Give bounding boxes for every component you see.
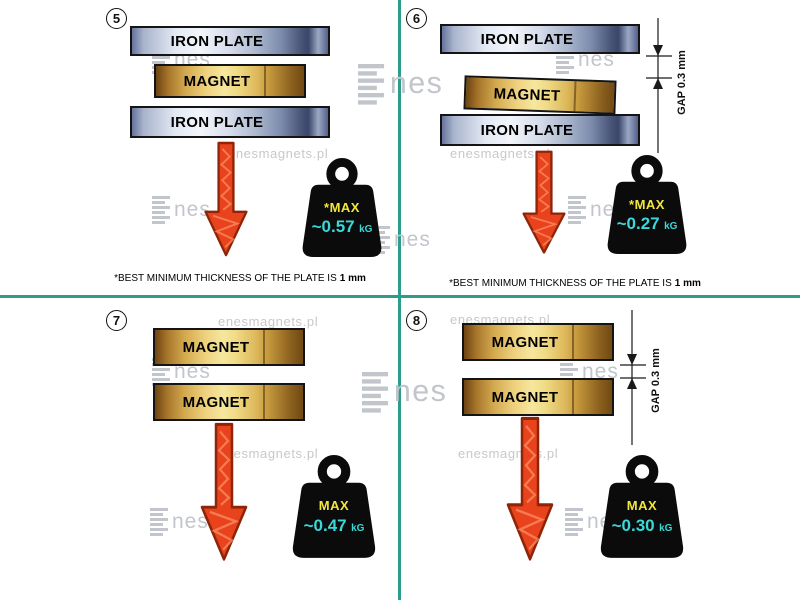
enes-logo-watermark: nes — [358, 64, 443, 104]
enes-logo-watermark: nes — [150, 508, 209, 536]
weight-value-line: ~0.47 kG — [290, 516, 378, 536]
panel-number-8: 8 — [406, 310, 427, 331]
magnet-block: MAGNET — [154, 64, 306, 98]
kettlebell-shape — [302, 158, 382, 258]
iron-plate: IRON PLATE — [440, 114, 640, 146]
enes-logo-text: nes — [389, 66, 444, 100]
weight-value: ~0.57 — [311, 217, 355, 237]
weight-value: ~0.47 — [303, 515, 347, 535]
pull-arrow-icon — [522, 150, 566, 254]
divider-horizontal — [0, 295, 800, 298]
enes-logo-e-icon — [358, 64, 385, 104]
panel-5: 5 IRON PLATE MAGNET IRON PLATE *MAX ~0.5… — [0, 0, 400, 297]
iron-plate: IRON PLATE — [130, 106, 330, 138]
panel-7: 7 MAGNET MAGNET MAX ~0.47 kG — [0, 297, 400, 600]
weight-text: MAX ~0.30 kG — [598, 498, 686, 536]
enes-logo-e-icon — [565, 508, 583, 536]
weight-text: *MAX ~0.57 kG — [300, 200, 384, 238]
weight-icon: MAX ~0.47 kG — [288, 455, 380, 563]
enes-logo-text: nes — [174, 197, 211, 221]
iron-plate: IRON PLATE — [440, 24, 640, 54]
plate-label: MAGNET — [491, 388, 559, 406]
enes-logo-watermark: nes — [152, 196, 211, 224]
footnote-text: *BEST MINIMUM THICKNESS OF THE PLATE IS — [114, 273, 337, 284]
enes-logo-text: nes — [394, 227, 431, 251]
weight-unit: kG — [351, 522, 365, 534]
magnet-block: MAGNET — [463, 75, 617, 115]
panel-number-6: 6 — [406, 8, 427, 29]
magnet-block: MAGNET — [462, 323, 614, 361]
weight-text: MAX ~0.47 kG — [290, 498, 378, 536]
gap-label: GAP 0.3 mm — [676, 50, 688, 115]
panel-number-7: 7 — [106, 310, 127, 331]
plate-label: IRON PLATE — [480, 30, 574, 48]
iron-plate: IRON PLATE — [130, 26, 330, 56]
footnote-text: *BEST MINIMUM THICKNESS OF THE PLATE IS — [449, 278, 672, 289]
enes-logo-text: nes — [582, 359, 619, 383]
panel-6: 6 IRON PLATE MAGNET IRON PLATE GAP 0.3 m… — [400, 0, 800, 297]
magnet-block: MAGNET — [462, 378, 614, 416]
enes-logo-text: nes — [172, 509, 209, 533]
weight-unit: kG — [359, 224, 373, 236]
pull-arrow-icon — [204, 141, 248, 257]
plate-label: MAGNET — [182, 393, 250, 411]
weight-value: ~0.27 — [616, 214, 660, 234]
enes-logo-watermark: nes — [362, 372, 447, 412]
site-watermark: enesmagnets.pl — [218, 446, 319, 461]
pull-arrow-icon — [506, 416, 554, 561]
plate-label: IRON PLATE — [170, 32, 264, 50]
magnet-block: MAGNET — [153, 328, 305, 366]
plate-label: IRON PLATE — [480, 121, 574, 139]
enes-logo-e-icon — [568, 196, 586, 224]
enes-logo-e-icon — [362, 372, 389, 412]
plate-label: IRON PLATE — [170, 113, 264, 131]
footnote-bold: 1 mm — [674, 278, 701, 289]
gap-dimension-indicator — [620, 310, 646, 445]
weight-text: *MAX ~0.27 kG — [605, 197, 689, 235]
gap-label: GAP 0.3 mm — [650, 348, 662, 413]
enes-logo-e-icon — [152, 196, 170, 224]
enes-logo-text: nes — [393, 374, 448, 408]
weight-value-line: ~0.30 kG — [598, 516, 686, 536]
magnet-block: MAGNET — [153, 383, 305, 421]
kettlebell-shape — [600, 455, 684, 558]
plate-label: MAGNET — [493, 84, 561, 105]
plate-label: MAGNET — [491, 333, 559, 351]
weight-max-label: MAX — [318, 498, 350, 514]
weight-icon: MAX ~0.30 kG — [596, 455, 688, 563]
weight-value-line: ~0.27 kG — [605, 214, 689, 234]
footnote-bold: 1 mm — [339, 273, 366, 284]
gap-dimension-indicator — [646, 18, 672, 153]
weight-value-line: ~0.57 kG — [300, 217, 384, 237]
weight-value: ~0.30 — [611, 515, 655, 535]
site-watermark: enesmagnets.pl — [450, 146, 551, 161]
weight-unit: kG — [664, 221, 678, 233]
divider-vertical — [398, 0, 401, 600]
plate-label: MAGNET — [182, 338, 250, 356]
plate-label: MAGNET — [183, 72, 251, 90]
weight-icon: *MAX ~0.27 kG — [603, 155, 691, 259]
panel-8: 8 MAGNET MAGNET GAP 0.3 mm MAX — [400, 297, 800, 600]
weight-max-label: *MAX — [629, 196, 665, 212]
site-watermark: enesmagnets.pl — [218, 314, 319, 329]
weight-unit: kG — [659, 522, 673, 534]
panel-number-5: 5 — [106, 8, 127, 29]
enes-logo-e-icon — [150, 508, 168, 536]
site-watermark: enesmagnets.pl — [228, 146, 329, 161]
kettlebell-shape — [292, 455, 376, 558]
weight-max-label: *MAX — [324, 199, 360, 215]
kettlebell-shape — [607, 155, 687, 255]
weight-max-label: MAX — [626, 498, 658, 514]
pull-arrow-icon — [200, 422, 248, 561]
weight-icon: *MAX ~0.57 kG — [298, 158, 386, 262]
